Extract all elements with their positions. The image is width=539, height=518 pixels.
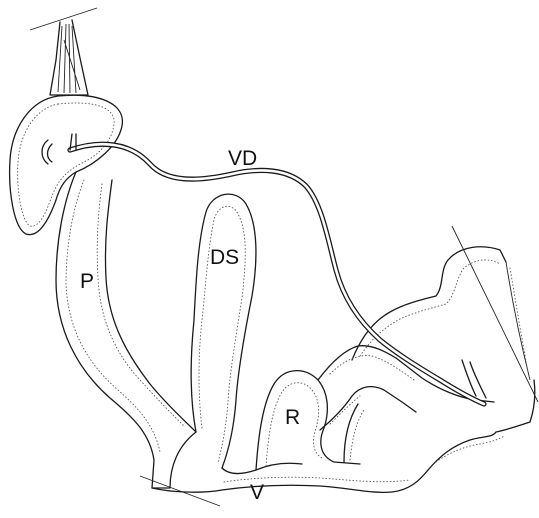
label-p: P — [80, 270, 94, 293]
dart-sac — [191, 194, 256, 468]
label-r: R — [285, 406, 300, 429]
label-ds: DS — [210, 246, 239, 269]
vas-deferens — [70, 134, 486, 404]
atrium-wall — [318, 226, 538, 470]
retractor-muscle — [30, 8, 97, 95]
penis — [56, 172, 196, 488]
label-vd: VD — [228, 147, 257, 170]
penis-head — [10, 95, 123, 234]
vagina-channel — [140, 463, 428, 506]
label-v: V — [250, 481, 264, 504]
